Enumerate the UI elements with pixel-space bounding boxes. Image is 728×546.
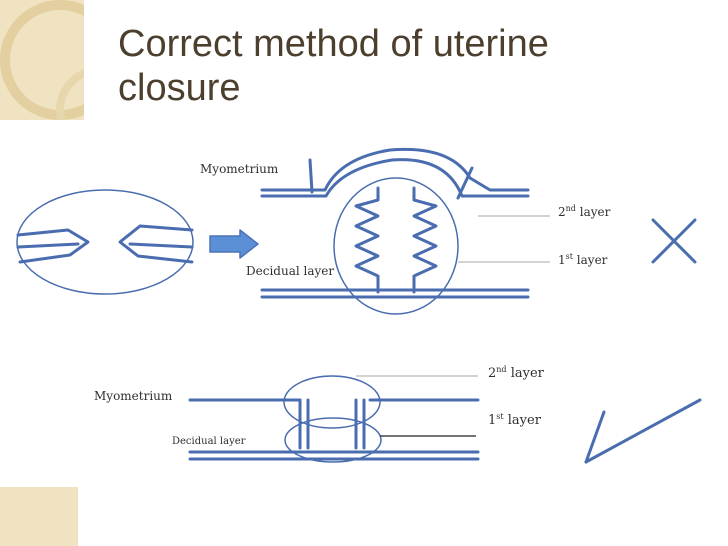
check-mark-icon bbox=[584, 398, 702, 464]
decidual-layer-label-bottom: Decidual layer bbox=[172, 436, 246, 447]
cross-mark-icon bbox=[651, 218, 697, 264]
decidual-layer-label-top: Decidual layer bbox=[246, 264, 335, 278]
second-layer-label-top: 2nd layer bbox=[558, 204, 611, 219]
decorative-corner-top-left bbox=[0, 0, 84, 120]
incision-diagram bbox=[16, 189, 194, 295]
decorative-corner-bottom-left bbox=[0, 487, 78, 546]
title-line-1: Correct method of uterine bbox=[118, 23, 549, 65]
myometrium-label-top: Myometrium bbox=[200, 162, 279, 176]
first-layer-label-bottom: 1st layer bbox=[488, 412, 541, 428]
slide-title: Correct method of uterine closure bbox=[118, 22, 638, 110]
first-layer-label-top: 1st layer bbox=[558, 252, 608, 267]
incorrect-closure-diagram bbox=[260, 147, 530, 315]
title-line-2: closure bbox=[118, 67, 241, 109]
arrow-right-icon bbox=[209, 229, 259, 259]
correct-closure-diagram bbox=[188, 375, 480, 463]
second-layer-label-bottom: 2nd layer bbox=[488, 365, 544, 381]
myometrium-label-bottom: Myometrium bbox=[94, 389, 173, 403]
